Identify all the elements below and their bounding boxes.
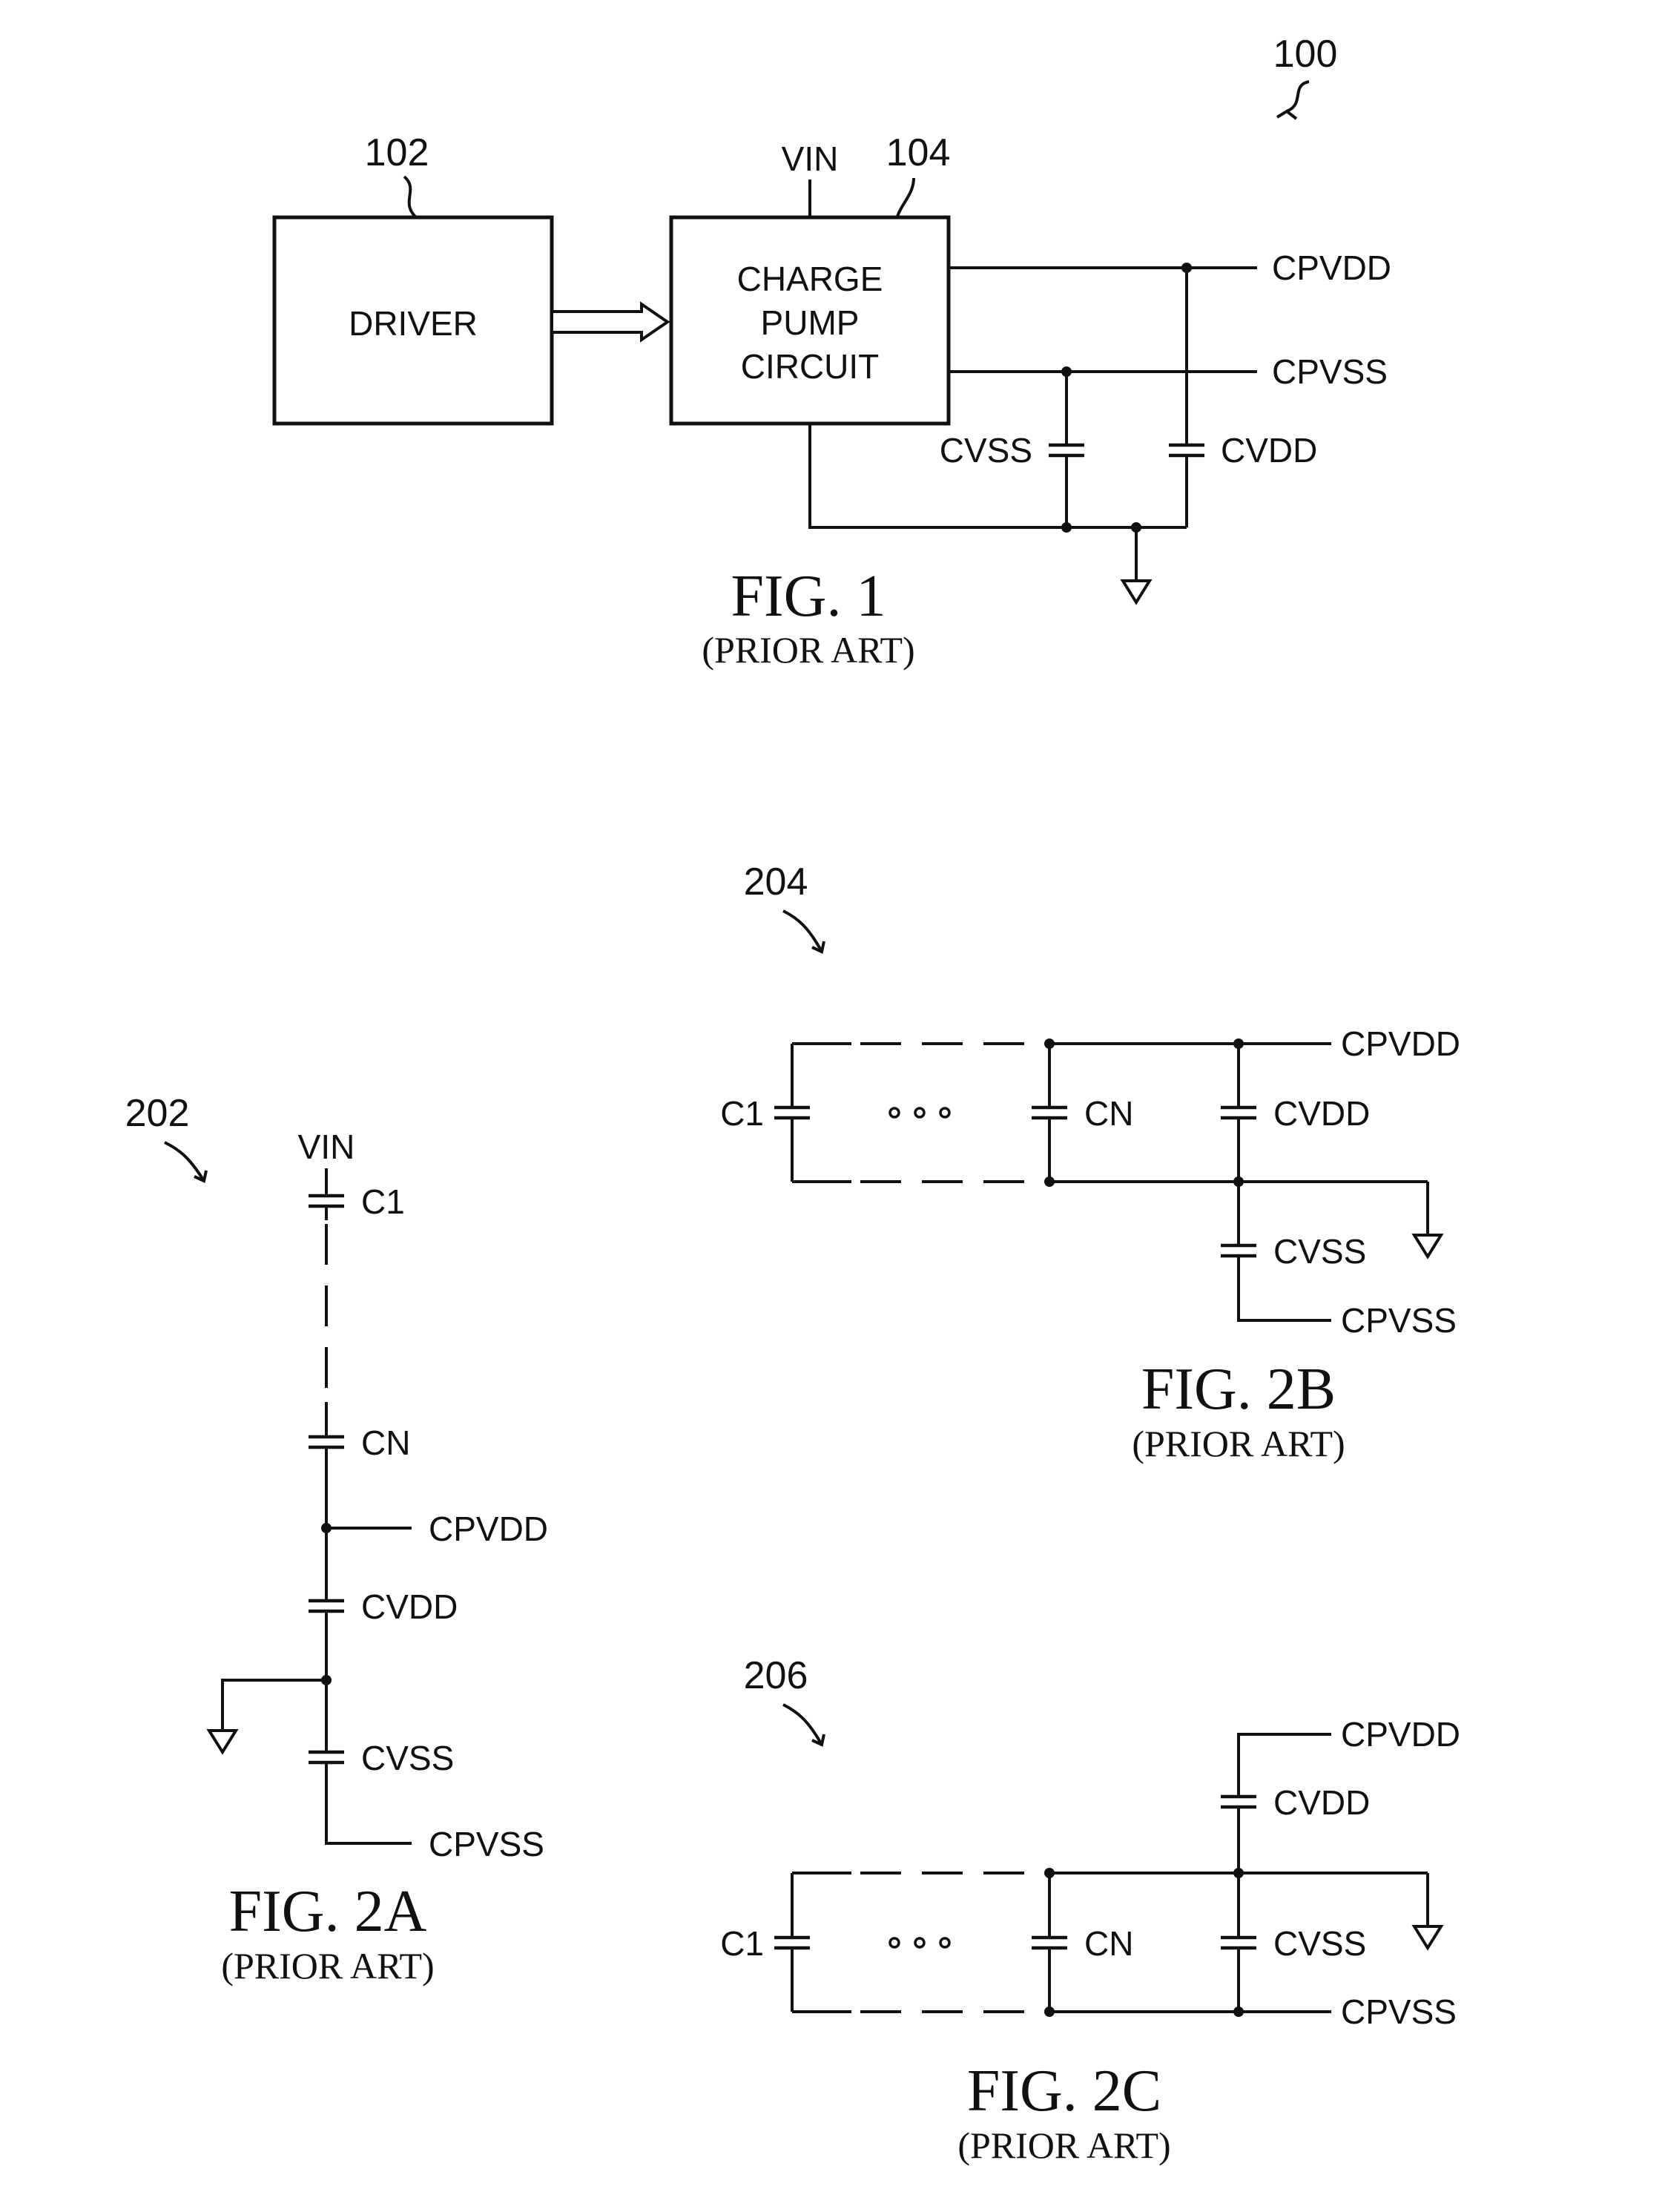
ref-206-leader <box>783 1705 822 1745</box>
cpvss-label-fig2a: CPVSS <box>429 1825 544 1863</box>
vin-label-fig2a: VIN <box>298 1128 355 1166</box>
cn-label-fig2b: CN <box>1084 1094 1133 1133</box>
fig2c-subtitle: (PRIOR ART) <box>957 2124 1170 2166</box>
cpvdd-label-fig1: CPVDD <box>1272 248 1391 287</box>
fig1-title: FIG. 1 <box>731 564 886 629</box>
ellipsis-dot <box>915 1108 924 1117</box>
fig2b-title: FIG. 2B <box>1141 1357 1336 1422</box>
c1-label-fig2b: C1 <box>720 1094 764 1133</box>
ground-wire-fig2a <box>222 1680 326 1731</box>
fig-1: 100 102 104 DRIVER CHARGE PUMP CIRCUIT V… <box>274 33 1391 671</box>
ground-symbol-fig1 <box>1123 581 1150 602</box>
ref-204-leader <box>783 911 822 952</box>
pump-label-line2: PUMP <box>761 303 860 342</box>
fig2b-subtitle: (PRIOR ART) <box>1132 1423 1345 1464</box>
cn-label-fig2c: CN <box>1084 1924 1133 1963</box>
junction-dot <box>1061 522 1072 533</box>
cpvss-label-fig2c: CPVSS <box>1341 1992 1457 2031</box>
ref-100-leader <box>1287 82 1309 111</box>
c1-label-fig2a: C1 <box>361 1182 405 1221</box>
ref-206: 206 <box>744 1654 808 1697</box>
ellipsis-dot <box>890 1108 899 1117</box>
cpvss-label-fig1: CPVSS <box>1272 352 1388 391</box>
cpvdd-label-fig2c: CPVDD <box>1341 1715 1460 1754</box>
ellipsis-dot <box>940 1108 949 1117</box>
cpvdd-label-fig2b: CPVDD <box>1341 1024 1460 1063</box>
fig-2c: 206 CPVDD CVDD CPVSS C1 <box>720 1654 1460 2166</box>
vin-label-fig1: VIN <box>782 139 839 178</box>
ref-202: 202 <box>125 1092 190 1135</box>
ellipsis-dot <box>890 1938 899 1947</box>
ref-100: 100 <box>1273 33 1338 76</box>
ground-symbol-fig2a <box>209 1731 236 1752</box>
cvdd-label-fig2c: CVDD <box>1273 1783 1370 1822</box>
ref-204: 204 <box>744 860 808 903</box>
cvss-label-fig2b: CVSS <box>1273 1232 1366 1271</box>
ref-104-leader <box>897 178 914 217</box>
cpvss-label-fig2b: CPVSS <box>1341 1301 1457 1340</box>
c1-label-fig2c: C1 <box>720 1924 764 1963</box>
fig1-subtitle: (PRIOR ART) <box>702 629 914 671</box>
cvss-label-fig1: CVSS <box>940 431 1032 470</box>
driver-label: DRIVER <box>349 304 478 343</box>
fig2a-subtitle: (PRIOR ART) <box>221 1945 434 1986</box>
ref-104: 104 <box>886 131 951 174</box>
ground-symbol-fig2c <box>1414 1926 1441 1948</box>
ref-102-leader <box>404 177 415 217</box>
pump-label-line3: CIRCUIT <box>741 347 880 386</box>
cvdd-label-fig2a: CVDD <box>361 1587 458 1626</box>
fig-2b: 204 CPVDD C1 CN <box>720 860 1460 1464</box>
pump-label-line1: CHARGE <box>737 260 883 298</box>
fig2c-title: FIG. 2C <box>967 2058 1161 2124</box>
fig2a-title: FIG. 2A <box>229 1879 427 1944</box>
cn-label-fig2a: CN <box>361 1423 410 1462</box>
cvdd-label-fig1: CVDD <box>1221 431 1317 470</box>
ref-102: 102 <box>365 131 429 174</box>
ref-202-leader <box>165 1142 204 1181</box>
ellipsis-dot <box>915 1938 924 1947</box>
ground-symbol-fig2b <box>1414 1235 1441 1257</box>
cpvdd-label-fig2a: CPVDD <box>429 1510 548 1548</box>
ellipsis-dot <box>940 1938 949 1947</box>
cvss-label-fig2a: CVSS <box>361 1739 454 1777</box>
fig-2a: 202 VIN C1 CN CPVDD CVDD CVSS CPV <box>125 1092 548 1986</box>
cvdd-label-fig2b: CVDD <box>1273 1094 1370 1133</box>
cvss-label-fig2c: CVSS <box>1273 1924 1366 1963</box>
driver-to-pump-arrow <box>552 304 667 340</box>
ref-100-arrowhead <box>1277 111 1296 119</box>
